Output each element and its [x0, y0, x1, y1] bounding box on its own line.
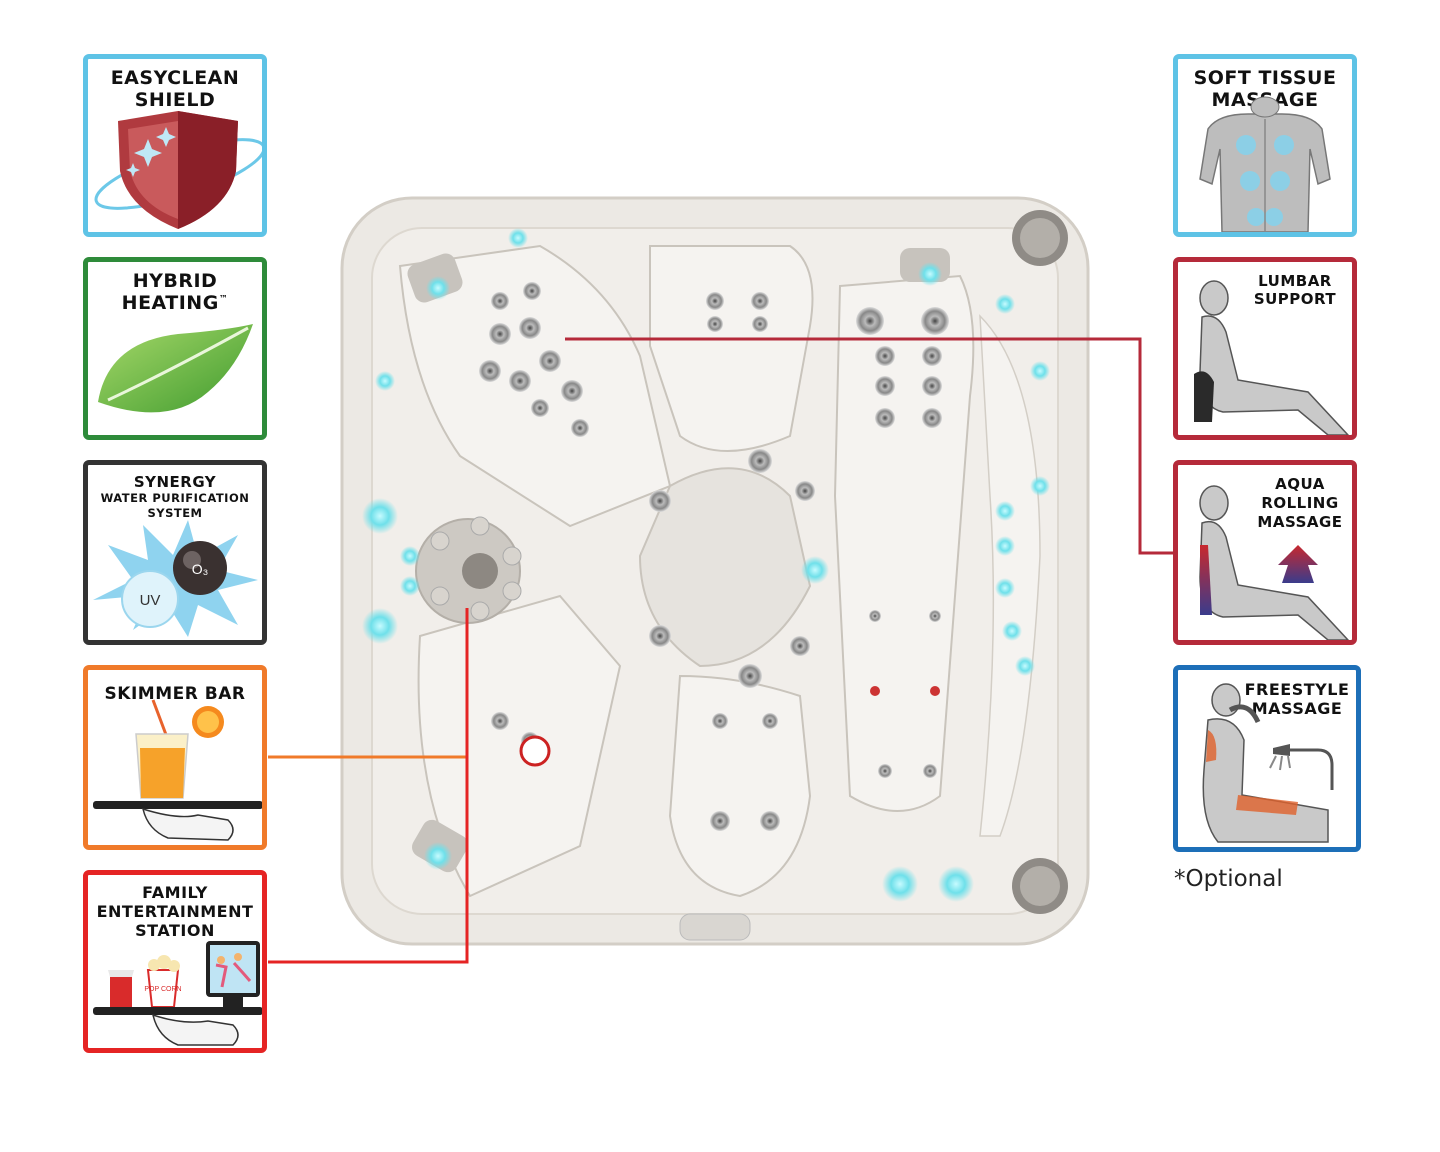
synergy-title-line3: SYSTEM	[147, 506, 203, 520]
spa-top-view	[340, 196, 1090, 946]
drink-tray-icon	[93, 699, 262, 841]
hybrid-title-line2: HEATING™	[88, 294, 262, 313]
aqua-title-line2: ROLLING	[1261, 494, 1339, 512]
lumbar-title-line1: LUMBAR	[1258, 272, 1332, 290]
trademark-symbol: ™	[218, 294, 229, 305]
synergy-title-line1: SYNERGY	[133, 473, 217, 491]
rolling-massage-icon	[1199, 485, 1350, 640]
feature-card-easyclean-shield: EASYCLEAN SHIELD	[83, 54, 267, 237]
aqua-title-line3: MASSAGE	[1257, 513, 1343, 531]
o3-label: O₃	[192, 561, 209, 577]
freestyle-massage-icon	[1202, 683, 1334, 843]
synergy-title-line2: WATER PURIFICATION	[100, 491, 250, 505]
feature-card-hybrid-heating: HYBRID HEATING™	[83, 257, 267, 440]
hybrid-title-line2-text: HEATING	[121, 292, 219, 314]
optional-note: *Optional	[1174, 866, 1283, 892]
lumbar-title-line2: SUPPORT	[1253, 290, 1337, 308]
feature-card-synergy: SYNERGY WATER PURIFICATION SYSTEM O₃ UV	[83, 460, 267, 645]
seated-person-icon	[1194, 280, 1350, 435]
leaf-icon	[98, 324, 253, 413]
feature-card-aqua-rolling-massage: AQUA ROLLING MASSAGE	[1173, 460, 1357, 645]
shield-icon	[94, 111, 262, 229]
feature-card-soft-tissue-massage: SOFT TISSUE MASSAGE	[1173, 54, 1357, 237]
feature-card-freestyle-massage: FREESTYLE MASSAGE	[1173, 665, 1361, 852]
skimmer-title: SKIMMER BAR	[104, 684, 246, 704]
feature-card-family-entertainment: FAMILY ENTERTAINMENT STATION POP CORN	[83, 870, 267, 1053]
aqua-title-line1: AQUA	[1275, 475, 1325, 493]
softtissue-title-line1: SOFT TISSUE	[1193, 67, 1337, 89]
back-muscles-icon	[1199, 96, 1331, 232]
feature-card-lumbar-support: LUMBAR SUPPORT	[1173, 257, 1357, 440]
easyclean-title-line2: SHIELD	[134, 89, 216, 111]
popcorn-label: POP CORN	[144, 986, 181, 993]
family-title-line3: STATION	[135, 921, 215, 940]
freestyle-title-line2: MASSAGE	[1251, 699, 1343, 718]
water-splash-icon: O₃ UV	[93, 520, 258, 637]
family-title-line2: ENTERTAINMENT	[96, 902, 254, 921]
entertainment-tray-icon: POP CORN	[93, 941, 262, 1046]
hybrid-title-line1: HYBRID	[132, 270, 218, 292]
uv-label: UV	[140, 592, 161, 609]
feature-card-skimmer-bar: SKIMMER BAR	[83, 665, 267, 850]
easyclean-title-line1: EASYCLEAN	[110, 67, 240, 89]
family-title-line1: FAMILY	[142, 883, 208, 902]
freestyle-title-line1: FREESTYLE	[1244, 680, 1350, 699]
